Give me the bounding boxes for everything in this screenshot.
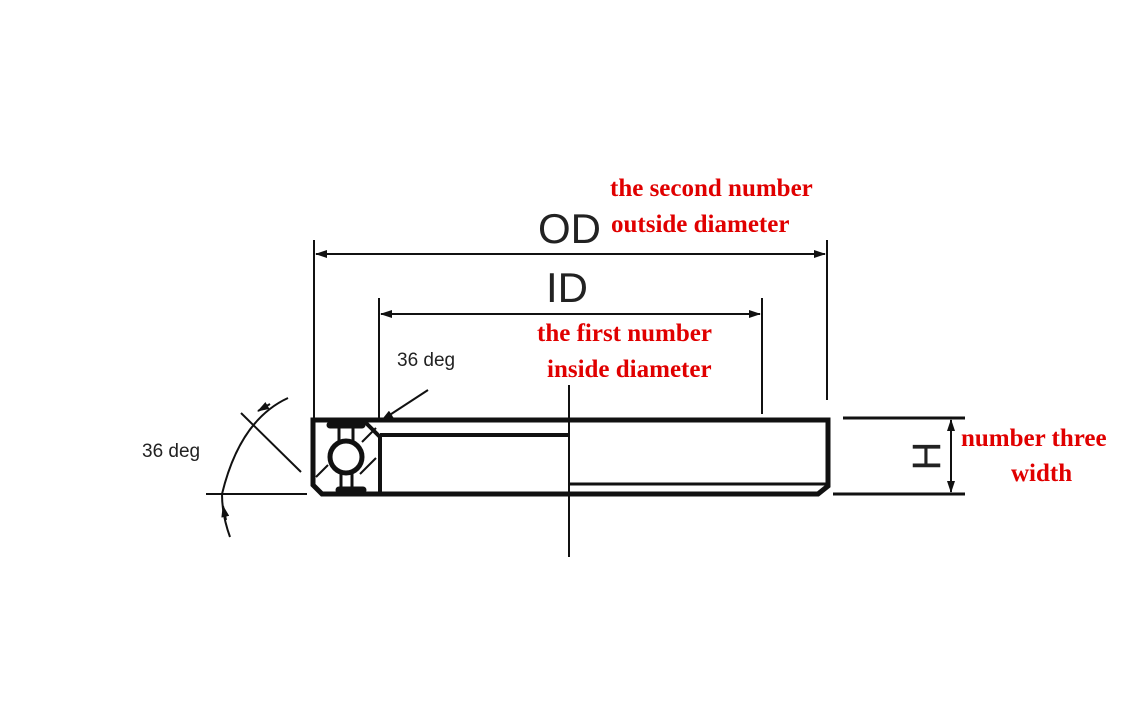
h-label: H [905, 442, 949, 471]
id-annotation-line2: inside diameter [547, 356, 712, 383]
od-label: OD [538, 205, 601, 252]
od-annotation-line2: outside diameter [611, 211, 789, 238]
h-annotation-line2: width [1011, 460, 1072, 487]
angle-label-top: 36 deg [397, 350, 455, 371]
angle-chamfer-line [240, 412, 302, 473]
ball-section-outline [363, 420, 382, 492]
cage-bottom [335, 486, 367, 494]
ball-icon [327, 438, 365, 476]
cage-top [326, 421, 366, 429]
angle-leader-top [381, 389, 429, 421]
id-annotation-line1: the first number [537, 320, 712, 347]
od-annotation-line1: the second number [610, 175, 813, 202]
id-label: ID [546, 264, 588, 311]
angle-arc [220, 397, 289, 538]
h-annotation-line1: number three [961, 425, 1107, 452]
bearing-outer-outline [310, 417, 831, 497]
angle-label-left: 36 deg [142, 441, 200, 462]
